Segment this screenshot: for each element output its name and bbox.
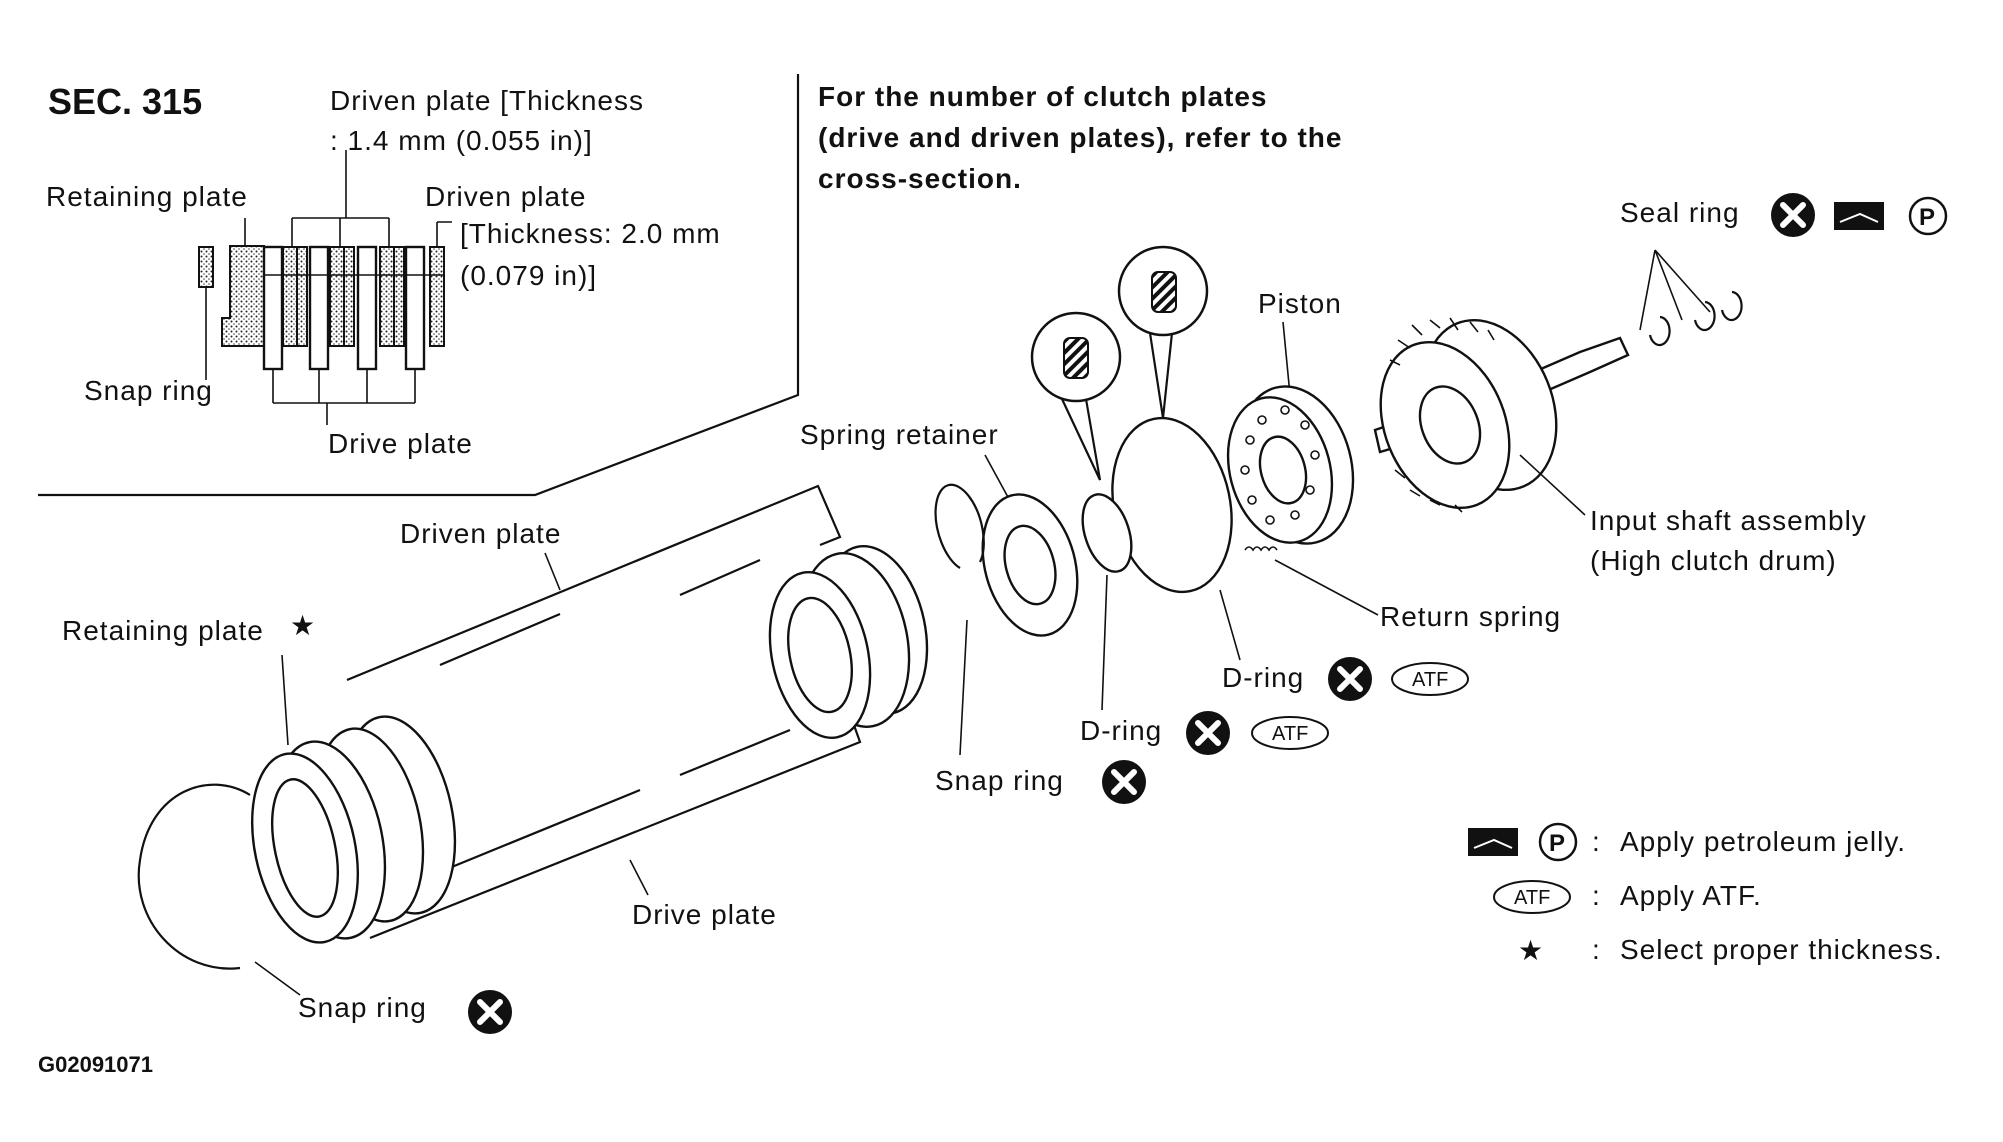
snap-ring-mid [934, 483, 985, 569]
legend-colon: : [1592, 826, 1601, 857]
d-ring-outer-label: D-ring [1222, 662, 1304, 693]
legend-thickness-text: Select proper thickness. [1620, 934, 1943, 965]
p-symbol-icon: P [1538, 822, 1578, 862]
star-icon: ★ [1518, 935, 1544, 966]
svg-text:ATF: ATF [1514, 887, 1550, 909]
d-ring-inner-leader [1101, 574, 1108, 711]
legend: P : Apply petroleum jelly. ATF : Apply A… [1468, 822, 1943, 966]
retaining-plate-leader [281, 654, 289, 746]
petroleum-jelly-icon [1834, 202, 1884, 230]
svg-text:P: P [1919, 204, 1935, 231]
svg-text:ATF: ATF [1272, 723, 1308, 745]
snap-ring-front [137, 783, 251, 970]
petroleum-jelly-icon [1468, 828, 1518, 856]
driven-plate-label: Driven plate [400, 518, 561, 549]
d-ring-outer-leader [1219, 589, 1241, 661]
svg-text:P: P [1549, 830, 1565, 857]
select-thickness-star: ★ [290, 610, 316, 641]
input-shaft-label-1: Input shaft assembly [1590, 505, 1867, 536]
input-shaft-leader [1519, 454, 1586, 516]
figure-code: G02091071 [38, 1052, 153, 1077]
snap-ring-front-label: Snap ring [298, 992, 427, 1023]
drive-plate-label: Drive plate [632, 899, 777, 930]
cs-drive-plate-label: Drive plate [328, 428, 473, 459]
grease-callout-small [1030, 311, 1122, 481]
cs-retaining-plate-label: Retaining plate [46, 181, 248, 212]
clutch-plate-pack [250, 484, 929, 944]
svg-text:ATF: ATF [1412, 669, 1448, 691]
clutch-cross-section [198, 150, 452, 425]
replace-part-icon [468, 990, 512, 1034]
driven-plate-leader [544, 552, 561, 591]
legend-colon: : [1592, 934, 1601, 965]
legend-colon: : [1592, 880, 1601, 911]
return-spring-leader [1274, 559, 1379, 616]
cs-driven-thick-label-1: Driven plate [425, 181, 586, 212]
return-spring-label: Return spring [1380, 601, 1561, 632]
atf-symbol-icon: ATF [1493, 880, 1571, 914]
piston-leader [1282, 321, 1291, 396]
input-shaft-assembly [1373, 317, 1630, 513]
retaining-plate-label: Retaining plate [62, 615, 264, 646]
legend-atf-text: Apply ATF. [1620, 880, 1762, 911]
legend-petroleum-text: Apply petroleum jelly. [1620, 826, 1906, 857]
cs-snap-ring-label: Snap ring [84, 375, 213, 406]
replace-part-icon [1328, 657, 1372, 701]
note-line-2: (drive and driven plates), refer to the [818, 122, 1342, 153]
seal-ring-leaders [1639, 249, 1711, 331]
d-ring-inner [1081, 493, 1133, 573]
replace-part-icon [1771, 193, 1815, 237]
snap-ring-front-leader [254, 961, 301, 996]
piston [1226, 385, 1355, 545]
cs-driven-thick-label-3: (0.079 in)] [460, 260, 597, 291]
note-line-1: For the number of clutch plates [818, 81, 1267, 112]
replace-part-icon [1102, 760, 1146, 804]
input-shaft-label-2: (High clutch drum) [1590, 545, 1837, 576]
atf-symbol-icon: ATF [1391, 662, 1469, 696]
replace-part-icon [1186, 711, 1230, 755]
seal-rings [1648, 290, 1743, 347]
drive-plate-leader [629, 859, 649, 896]
cs-driven-thin-label-1: Driven plate [Thickness [330, 85, 644, 116]
spring-retainer-label: Spring retainer [800, 419, 999, 450]
d-ring-outer [1111, 416, 1233, 594]
return-spring [1244, 546, 1278, 552]
section-number: SEC. 315 [48, 81, 202, 122]
panel-border [38, 74, 800, 497]
snap-ring-mid-label: Snap ring [935, 765, 1064, 796]
note-line-3: cross-section. [818, 163, 1022, 194]
spring-retainer [981, 493, 1079, 637]
cs-driven-thick-label-2: [Thickness: 2.0 mm [460, 218, 721, 249]
snap-ring-mid-leader [959, 619, 968, 756]
p-symbol-icon: P [1908, 196, 1948, 236]
atf-symbol-icon: ATF [1251, 716, 1329, 750]
d-ring-inner-label: D-ring [1080, 715, 1162, 746]
cs-driven-thin-label-2: : 1.4 mm (0.055 in)] [330, 125, 593, 156]
piston-label: Piston [1258, 288, 1342, 319]
grease-callout-large [1117, 245, 1209, 419]
seal-ring-label: Seal ring [1620, 197, 1740, 228]
